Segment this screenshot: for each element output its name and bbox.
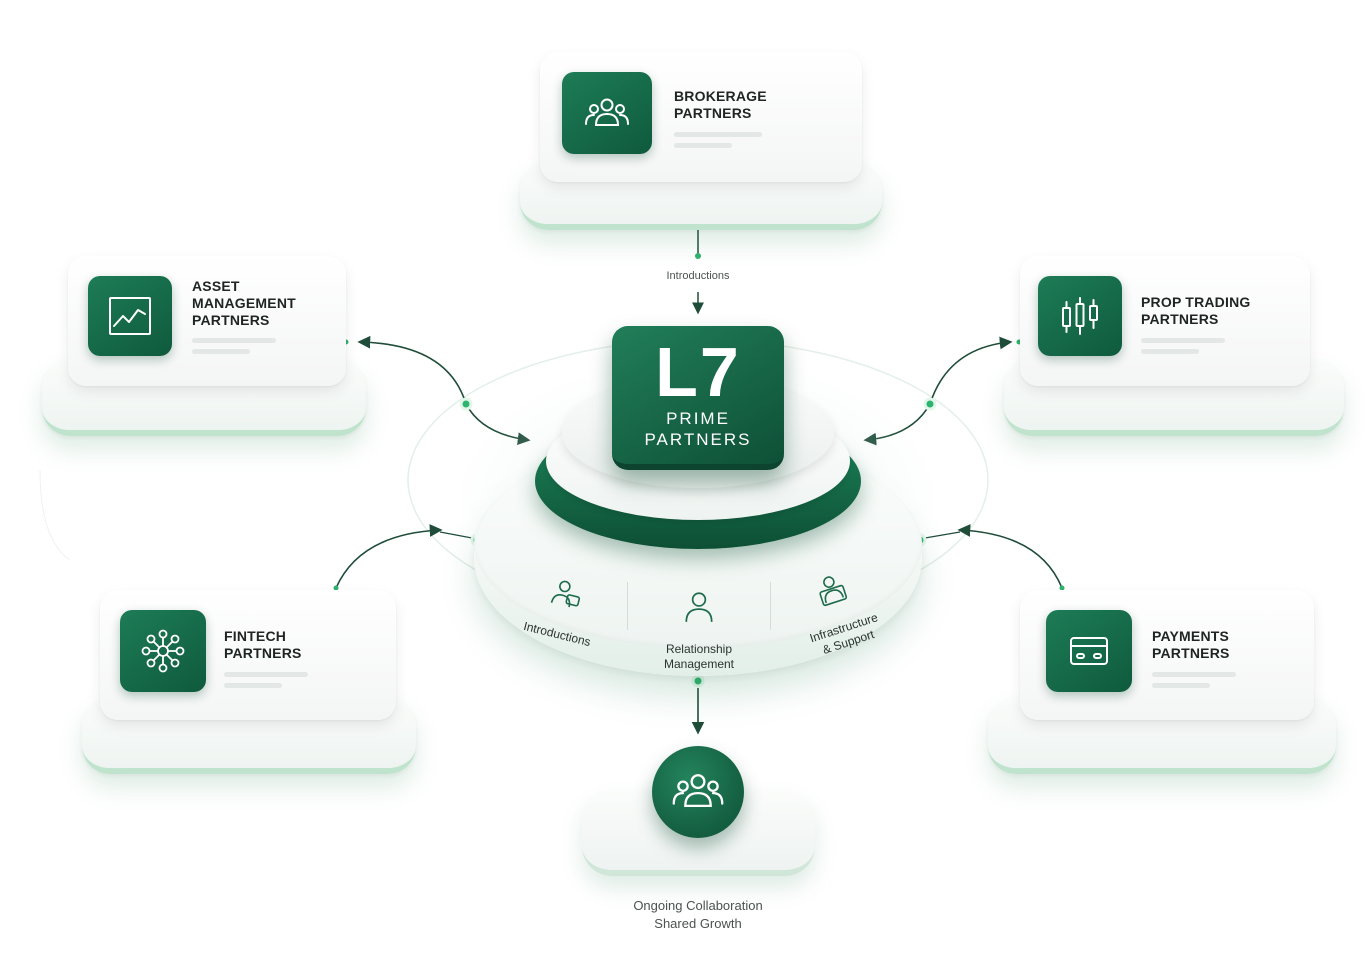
service-label: Relationship Management <box>663 642 735 671</box>
people-group-icon <box>562 72 652 154</box>
user-id-icon <box>819 576 848 607</box>
collaboration-caption: Ongoing Collaboration Shared Growth <box>633 898 763 931</box>
partner-label: ASSET MANAGEMENT PARTNERS <box>192 278 296 328</box>
partner-card-payments[interactable]: PAYMENTS PARTNERS <box>988 590 1336 774</box>
hub-subtitle: PRIME PARTNERS <box>644 409 752 449</box>
user-icon <box>685 592 713 622</box>
people-group-icon <box>652 746 744 838</box>
service-relationship-management: Relationship Management <box>650 574 748 672</box>
hub-logo-tile: L7 PRIME PARTNERS <box>612 326 784 470</box>
partner-label: PROP TRADING PARTNERS <box>1141 294 1251 327</box>
partner-label: BROKERAGE PARTNERS <box>674 88 767 121</box>
card-icon <box>1046 610 1132 692</box>
partner-card-brokerage[interactable]: BROKERAGE PARTNERS <box>520 52 882 230</box>
partner-card-asset-management[interactable]: ASSET MANAGEMENT PARTNERS <box>42 256 366 436</box>
line-chart-icon <box>88 276 172 356</box>
partner-label: PAYMENTS PARTNERS <box>1152 628 1230 661</box>
service-introductions: Introductions <box>512 552 619 652</box>
partner-label: FINTECH PARTNERS <box>224 628 302 661</box>
service-infrastructure-support: Infrastructure & Support <box>776 544 897 665</box>
partner-card-fintech[interactable]: FINTECH PARTNERS <box>82 590 416 774</box>
network-icon <box>120 610 206 692</box>
partner-card-prop-trading[interactable]: PROP TRADING PARTNERS <box>1004 256 1344 436</box>
flow-label-introductions: Introductions <box>666 270 730 282</box>
hub-logo: L7 <box>655 333 741 411</box>
user-chat-icon <box>550 580 581 608</box>
candlestick-icon <box>1038 276 1122 356</box>
